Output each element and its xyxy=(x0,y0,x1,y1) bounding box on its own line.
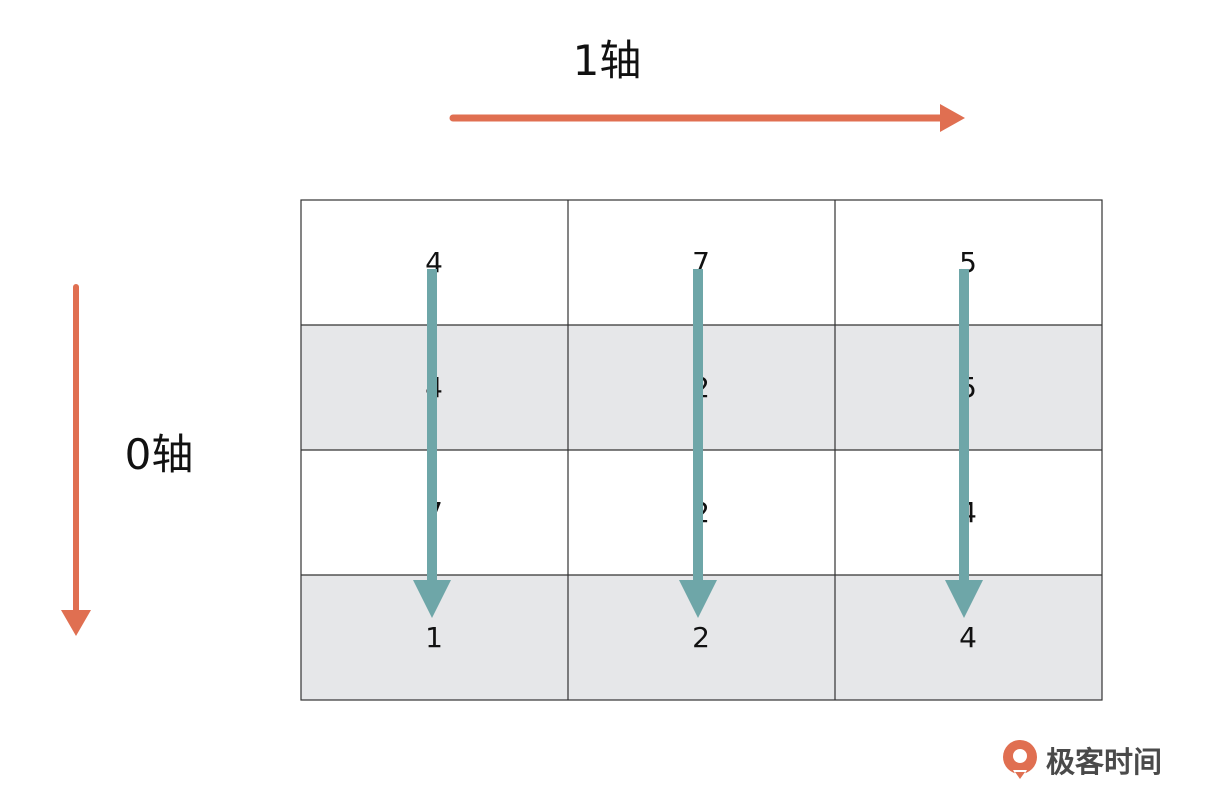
column-arrows xyxy=(413,269,983,618)
geektime-logo-icon xyxy=(1003,740,1037,782)
column-arrow-0 xyxy=(413,269,451,618)
axis-0-label: 0轴 xyxy=(125,430,194,479)
geektime-logo: 极客时间 xyxy=(1003,740,1162,782)
cell-r3-c1: 2 xyxy=(692,621,710,654)
axis-0-arrow xyxy=(61,284,91,636)
cell-r3-c0: 1 xyxy=(425,621,443,654)
column-arrow-2 xyxy=(945,269,983,618)
axis-1-arrow xyxy=(449,104,965,132)
cell-r3-c2: 4 xyxy=(959,621,977,654)
axis-1-label: 1轴 xyxy=(573,36,642,85)
logo-text: 极客时间 xyxy=(1046,745,1162,779)
column-arrow-1 xyxy=(679,269,717,618)
